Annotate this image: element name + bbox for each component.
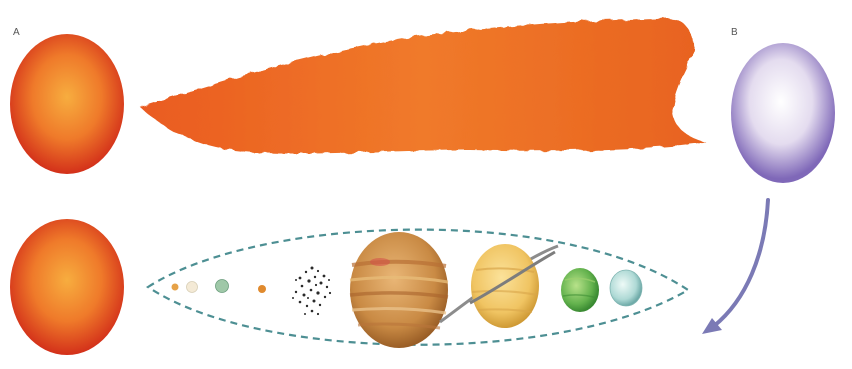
uranus-icon xyxy=(561,268,599,312)
neptune-icon xyxy=(610,270,642,306)
panel-a-label: A xyxy=(13,27,20,38)
asteroid-belt-icon xyxy=(292,267,331,316)
saturn-icon xyxy=(440,244,558,328)
panel-b-label: B xyxy=(731,27,738,38)
gas-filament-icon xyxy=(140,18,706,154)
sun-top-icon xyxy=(10,34,124,174)
venus-icon xyxy=(187,282,198,293)
mercury-icon xyxy=(172,284,179,291)
earth-icon xyxy=(216,280,229,293)
mars-icon xyxy=(258,285,266,293)
curved-arrow-icon xyxy=(714,200,768,326)
star-b-icon xyxy=(731,43,835,183)
jupiter-icon xyxy=(350,232,448,348)
sun-bottom-icon xyxy=(10,219,124,355)
